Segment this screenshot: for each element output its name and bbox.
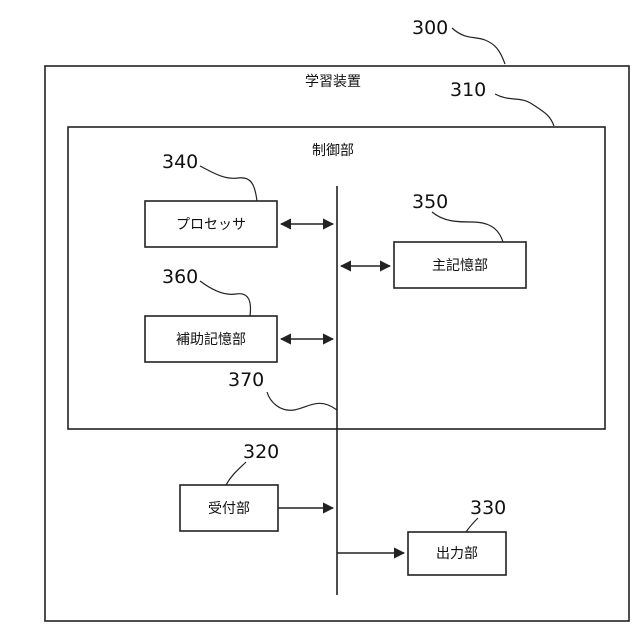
- processor-label: プロセッサ: [176, 217, 246, 233]
- ref-leader-340: [200, 166, 257, 201]
- ref-label-320: 320: [243, 441, 279, 463]
- ref-label-330: 330: [470, 497, 506, 519]
- ref-label-350: 350: [412, 191, 448, 213]
- ref-label-300: 300: [412, 17, 448, 39]
- aux-memory-label: 補助記憶部: [176, 331, 246, 348]
- ref-leader-370: [267, 392, 337, 410]
- learning-device-title: 学習装置: [305, 74, 361, 90]
- ref-leader-300: [452, 28, 505, 64]
- ref-leader-360: [200, 281, 250, 316]
- ref-leader-330: [466, 518, 478, 532]
- main-memory-label: 主記憶部: [432, 257, 488, 274]
- output-label: 出力部: [436, 546, 478, 562]
- ref-label-360: 360: [162, 266, 198, 288]
- control-unit-title: 制御部: [312, 143, 354, 159]
- ref-label-310: 310: [450, 79, 486, 101]
- ref-leader-320: [226, 462, 246, 485]
- ref-leader-310: [495, 94, 554, 126]
- ref-leader-350: [432, 212, 503, 242]
- ref-label-340: 340: [162, 151, 198, 173]
- ref-label-370: 370: [228, 369, 264, 391]
- receiver-label: 受付部: [208, 501, 250, 517]
